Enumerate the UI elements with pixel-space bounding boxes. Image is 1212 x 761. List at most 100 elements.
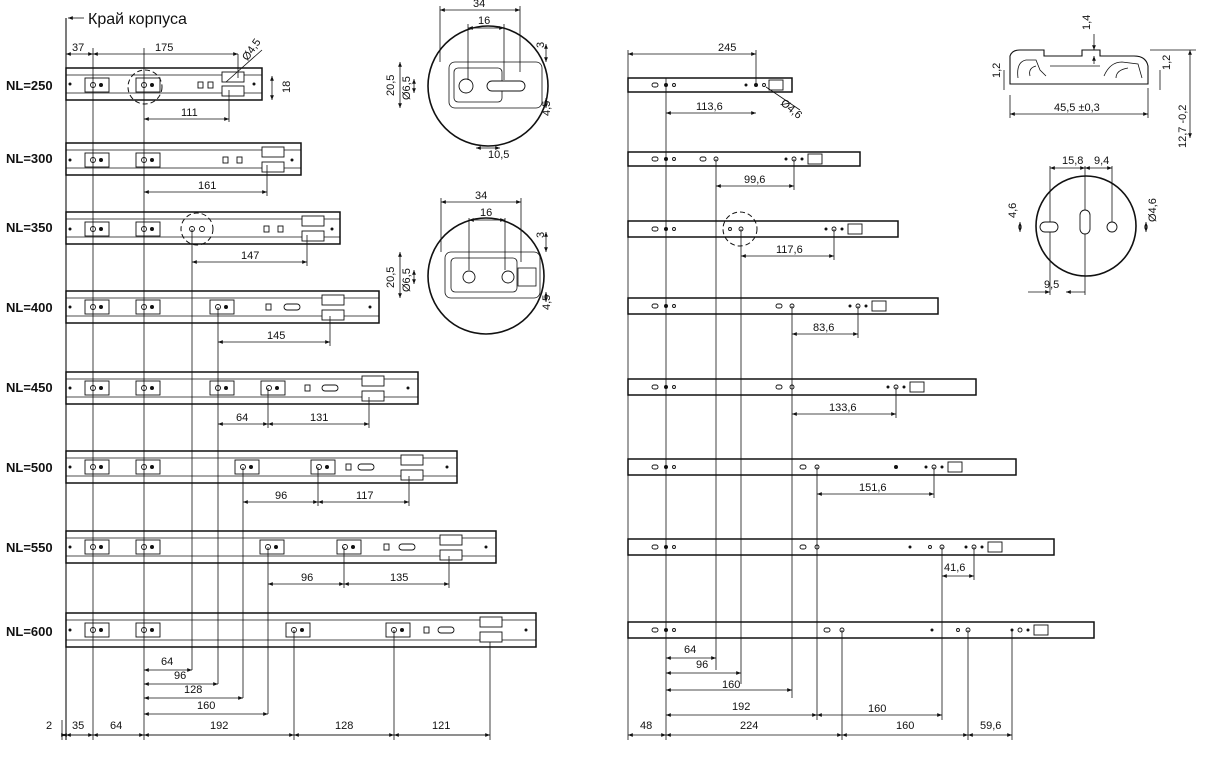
detail-c-dim-9-5: 9,5 <box>1044 279 1059 291</box>
dim-b121: 121 <box>432 720 450 732</box>
dim-v128: 128 <box>184 684 202 696</box>
dim-135: 135 <box>390 572 408 584</box>
dim-rb160: 160 <box>896 720 914 732</box>
dim-b192: 192 <box>210 720 228 732</box>
right-rail-nl450 <box>627 378 977 396</box>
leader-o45 <box>225 49 263 83</box>
detail-c-dim-4-6: 4,6 <box>1007 203 1019 218</box>
dim-rv160b: 160 <box>868 703 886 715</box>
dim-rv64: 64 <box>684 644 696 656</box>
dim-131: 131 <box>310 412 328 424</box>
detail-c-dim-15-8: 15,8 <box>1062 155 1083 167</box>
dim-rb59-6: 59,6 <box>980 720 1001 732</box>
left-rail-nl500 <box>65 450 458 484</box>
dim-rb48: 48 <box>640 720 652 732</box>
profile-dim-1-2-left: 1,2 <box>991 63 1003 78</box>
dim-b64: 64 <box>110 720 122 732</box>
profile-dim-1-4: 1,4 <box>1081 15 1093 30</box>
detail-a-dim-o6-5: Ø6,5 <box>401 76 413 100</box>
row-label-nl450: NL=450 <box>6 380 53 395</box>
dim-147: 147 <box>241 250 259 262</box>
dim-o45: Ø4,5 <box>240 37 264 63</box>
dim-rv160: 160 <box>722 679 740 691</box>
right-reference-lines <box>627 50 1013 740</box>
detail-b-dim-o6-5: Ø6,5 <box>401 268 413 292</box>
row-label-nl350: NL=350 <box>6 220 53 235</box>
dim-99-6: 99,6 <box>744 174 765 186</box>
detail-b-dim-16: 16 <box>480 207 492 219</box>
left-rail-nl300 <box>65 142 302 176</box>
detail-a-dim-20-5: 20,5 <box>385 75 397 96</box>
dim-111: 111 <box>181 107 198 119</box>
profile-dim-45-5: 45,5 ±0,3 <box>1054 102 1100 114</box>
right-rail-nl550 <box>627 538 1055 556</box>
row-label-nl250: NL=250 <box>6 78 53 93</box>
right-rail-nl300 <box>627 151 861 167</box>
dim-161: 161 <box>198 180 216 192</box>
dim-117-6: 117,6 <box>776 244 803 256</box>
detail-b-dim-4-5: 4,5 <box>541 295 553 310</box>
dim-o46: Ø4,6 <box>778 97 804 122</box>
detail-b-dim-20-5: 20,5 <box>385 267 397 288</box>
cabinet-edge-title: Край корпуса <box>88 11 187 28</box>
dim-b128: 128 <box>335 720 353 732</box>
dim-64-row450: 64 <box>236 412 248 424</box>
rail-profile <box>1003 34 1196 138</box>
detail-a-dim-3: 3 <box>535 42 547 48</box>
dim-v96: 96 <box>174 670 186 682</box>
detail-b <box>398 198 548 335</box>
profile-dim-12-7: 12,7 -0,2 <box>1177 105 1189 148</box>
dim-133-6: 133,6 <box>829 402 857 414</box>
detail-c-dim-9-4: 9,4 <box>1094 155 1109 167</box>
left-rail-nl350 <box>65 211 341 246</box>
dim-41-6: 41,6 <box>944 562 965 574</box>
dim-113-6: 113,6 <box>696 101 723 113</box>
dim-b35: 35 <box>72 720 84 732</box>
dim-rv192: 192 <box>732 701 750 713</box>
right-rail-nl500 <box>627 458 1017 476</box>
detail-a <box>398 6 549 150</box>
dim-37: 37 <box>72 42 84 54</box>
dim-v64: 64 <box>161 656 173 668</box>
left-reference-lines <box>61 48 491 740</box>
right-rail-nl400 <box>627 297 939 315</box>
detail-a-dim-34: 34 <box>473 0 485 10</box>
right-rail-nl600 <box>627 621 1095 639</box>
dim-117: 117 <box>356 490 374 502</box>
dim-96-row500: 96 <box>275 490 287 502</box>
left-rail-nl400 <box>65 290 380 324</box>
left-rail-nl600 <box>65 612 537 648</box>
dim-96-row550: 96 <box>301 572 313 584</box>
dim-175: 175 <box>155 42 173 54</box>
profile-dim-1-2-right: 1,2 <box>1161 55 1173 70</box>
dim-b2: 2 <box>46 720 52 732</box>
row-label-nl550: NL=550 <box>6 540 53 555</box>
row-label-nl500: NL=500 <box>6 460 53 475</box>
detail-c-dim-o4-6: Ø4,6 <box>1147 198 1159 222</box>
leader-o46 <box>765 86 801 111</box>
dim-rv96: 96 <box>696 659 708 671</box>
row-label-nl600: NL=600 <box>6 624 53 639</box>
detail-b-dim-3: 3 <box>535 232 547 238</box>
detail-b-dim-34: 34 <box>475 190 487 202</box>
dim-151-6: 151,6 <box>859 482 887 494</box>
detail-a-dim-4-5: 4,5 <box>541 101 553 116</box>
detail-a-dim-16: 16 <box>478 15 490 27</box>
dim-245: 245 <box>718 42 736 54</box>
dim-rb224: 224 <box>740 720 758 732</box>
dim-v160: 160 <box>197 700 215 712</box>
left-rail-nl450 <box>65 371 419 405</box>
dim-83-6: 83,6 <box>813 322 834 334</box>
left-rail-nl550 <box>65 530 497 564</box>
row-label-nl300: NL=300 <box>6 151 53 166</box>
detail-a-dim-10-5: 10,5 <box>488 149 509 161</box>
right-rail-nl250 <box>627 77 793 93</box>
row-label-nl400: NL=400 <box>6 300 53 315</box>
left-rail-nl250 <box>65 67 263 105</box>
dim-18: 18 <box>281 81 293 93</box>
dim-145: 145 <box>267 330 285 342</box>
detail-c <box>1018 166 1148 295</box>
right-rail-nl350 <box>627 211 899 247</box>
